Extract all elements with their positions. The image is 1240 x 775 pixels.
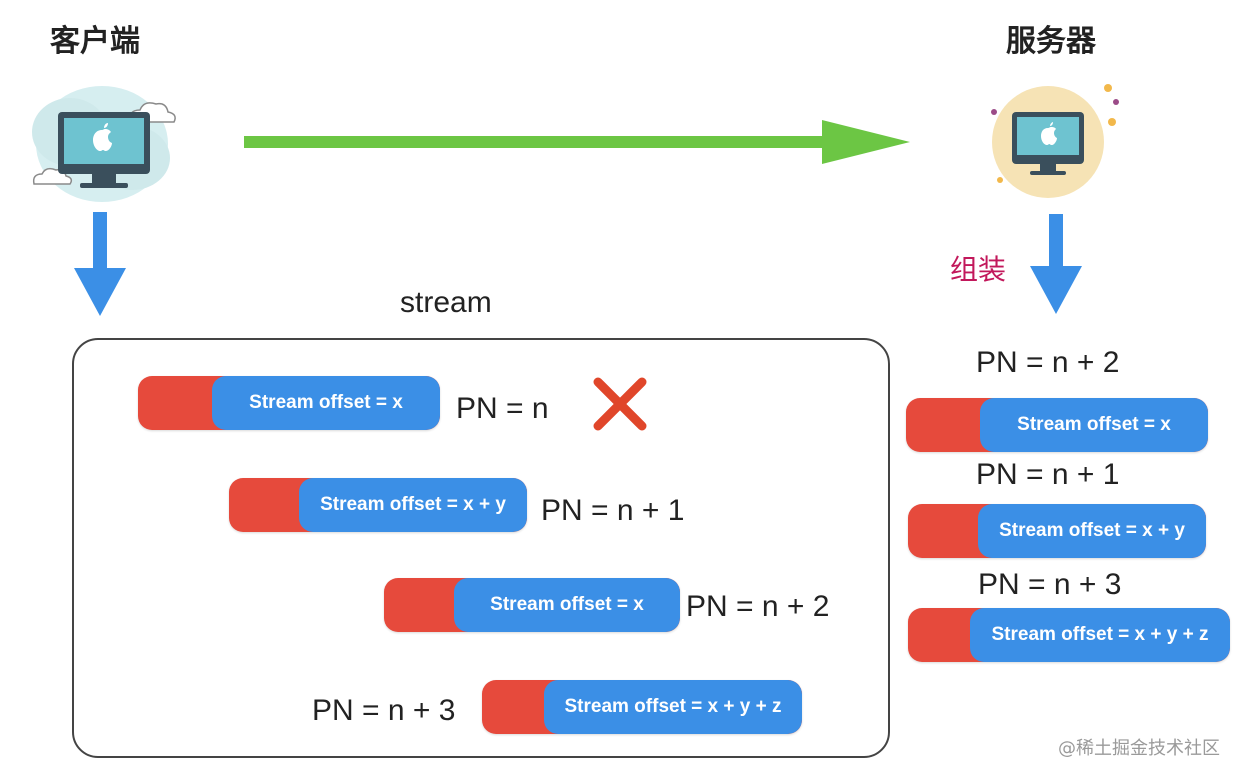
down-arrow-icon <box>1030 214 1082 314</box>
packet: Stream offset = x + y <box>229 478 527 532</box>
stream-container <box>72 338 890 758</box>
computer-server-icon <box>982 76 1122 204</box>
packet: Stream offset = x + y <box>908 504 1206 558</box>
stream-label: stream <box>400 286 492 319</box>
packet-number-label: PN = n + 1 <box>976 458 1120 491</box>
packet-number-label: PN = n + 1 <box>541 494 685 527</box>
packet: Stream offset = x <box>906 398 1208 452</box>
assemble-label: 组装 <box>950 253 1007 286</box>
packet: Stream offset = x <box>138 376 440 430</box>
client-title: 客户端 <box>50 24 140 59</box>
packet-number-label: PN = n + 2 <box>976 346 1120 379</box>
down-arrow-icon <box>74 212 126 316</box>
stream-offset-label: Stream offset = x <box>454 578 680 632</box>
computer-cloud-icon <box>22 72 182 207</box>
stream-offset-label: Stream offset = x + y + z <box>970 608 1230 662</box>
packet: Stream offset = x + y + z <box>482 680 802 734</box>
stream-offset-label: Stream offset = x <box>980 398 1208 452</box>
stream-offset-label: Stream offset = x + y + z <box>544 680 802 734</box>
stream-offset-label: Stream offset = x <box>212 376 440 430</box>
packet-number-label: PN = n + 3 <box>978 568 1122 601</box>
packet: Stream offset = x <box>384 578 680 632</box>
packet-number-label: PN = n <box>456 392 549 425</box>
stream-offset-label: Stream offset = x + y <box>299 478 527 532</box>
packet: Stream offset = x + y + z <box>908 608 1230 662</box>
packet-number-label: PN = n + 2 <box>686 590 830 623</box>
lost-x-icon <box>592 376 648 432</box>
transfer-arrow-icon <box>244 118 910 166</box>
stream-offset-label: Stream offset = x + y <box>978 504 1206 558</box>
watermark: @稀土掘金技术社区 <box>1058 738 1220 759</box>
packet-number-label: PN = n + 3 <box>312 694 456 727</box>
server-title: 服务器 <box>1006 24 1096 59</box>
